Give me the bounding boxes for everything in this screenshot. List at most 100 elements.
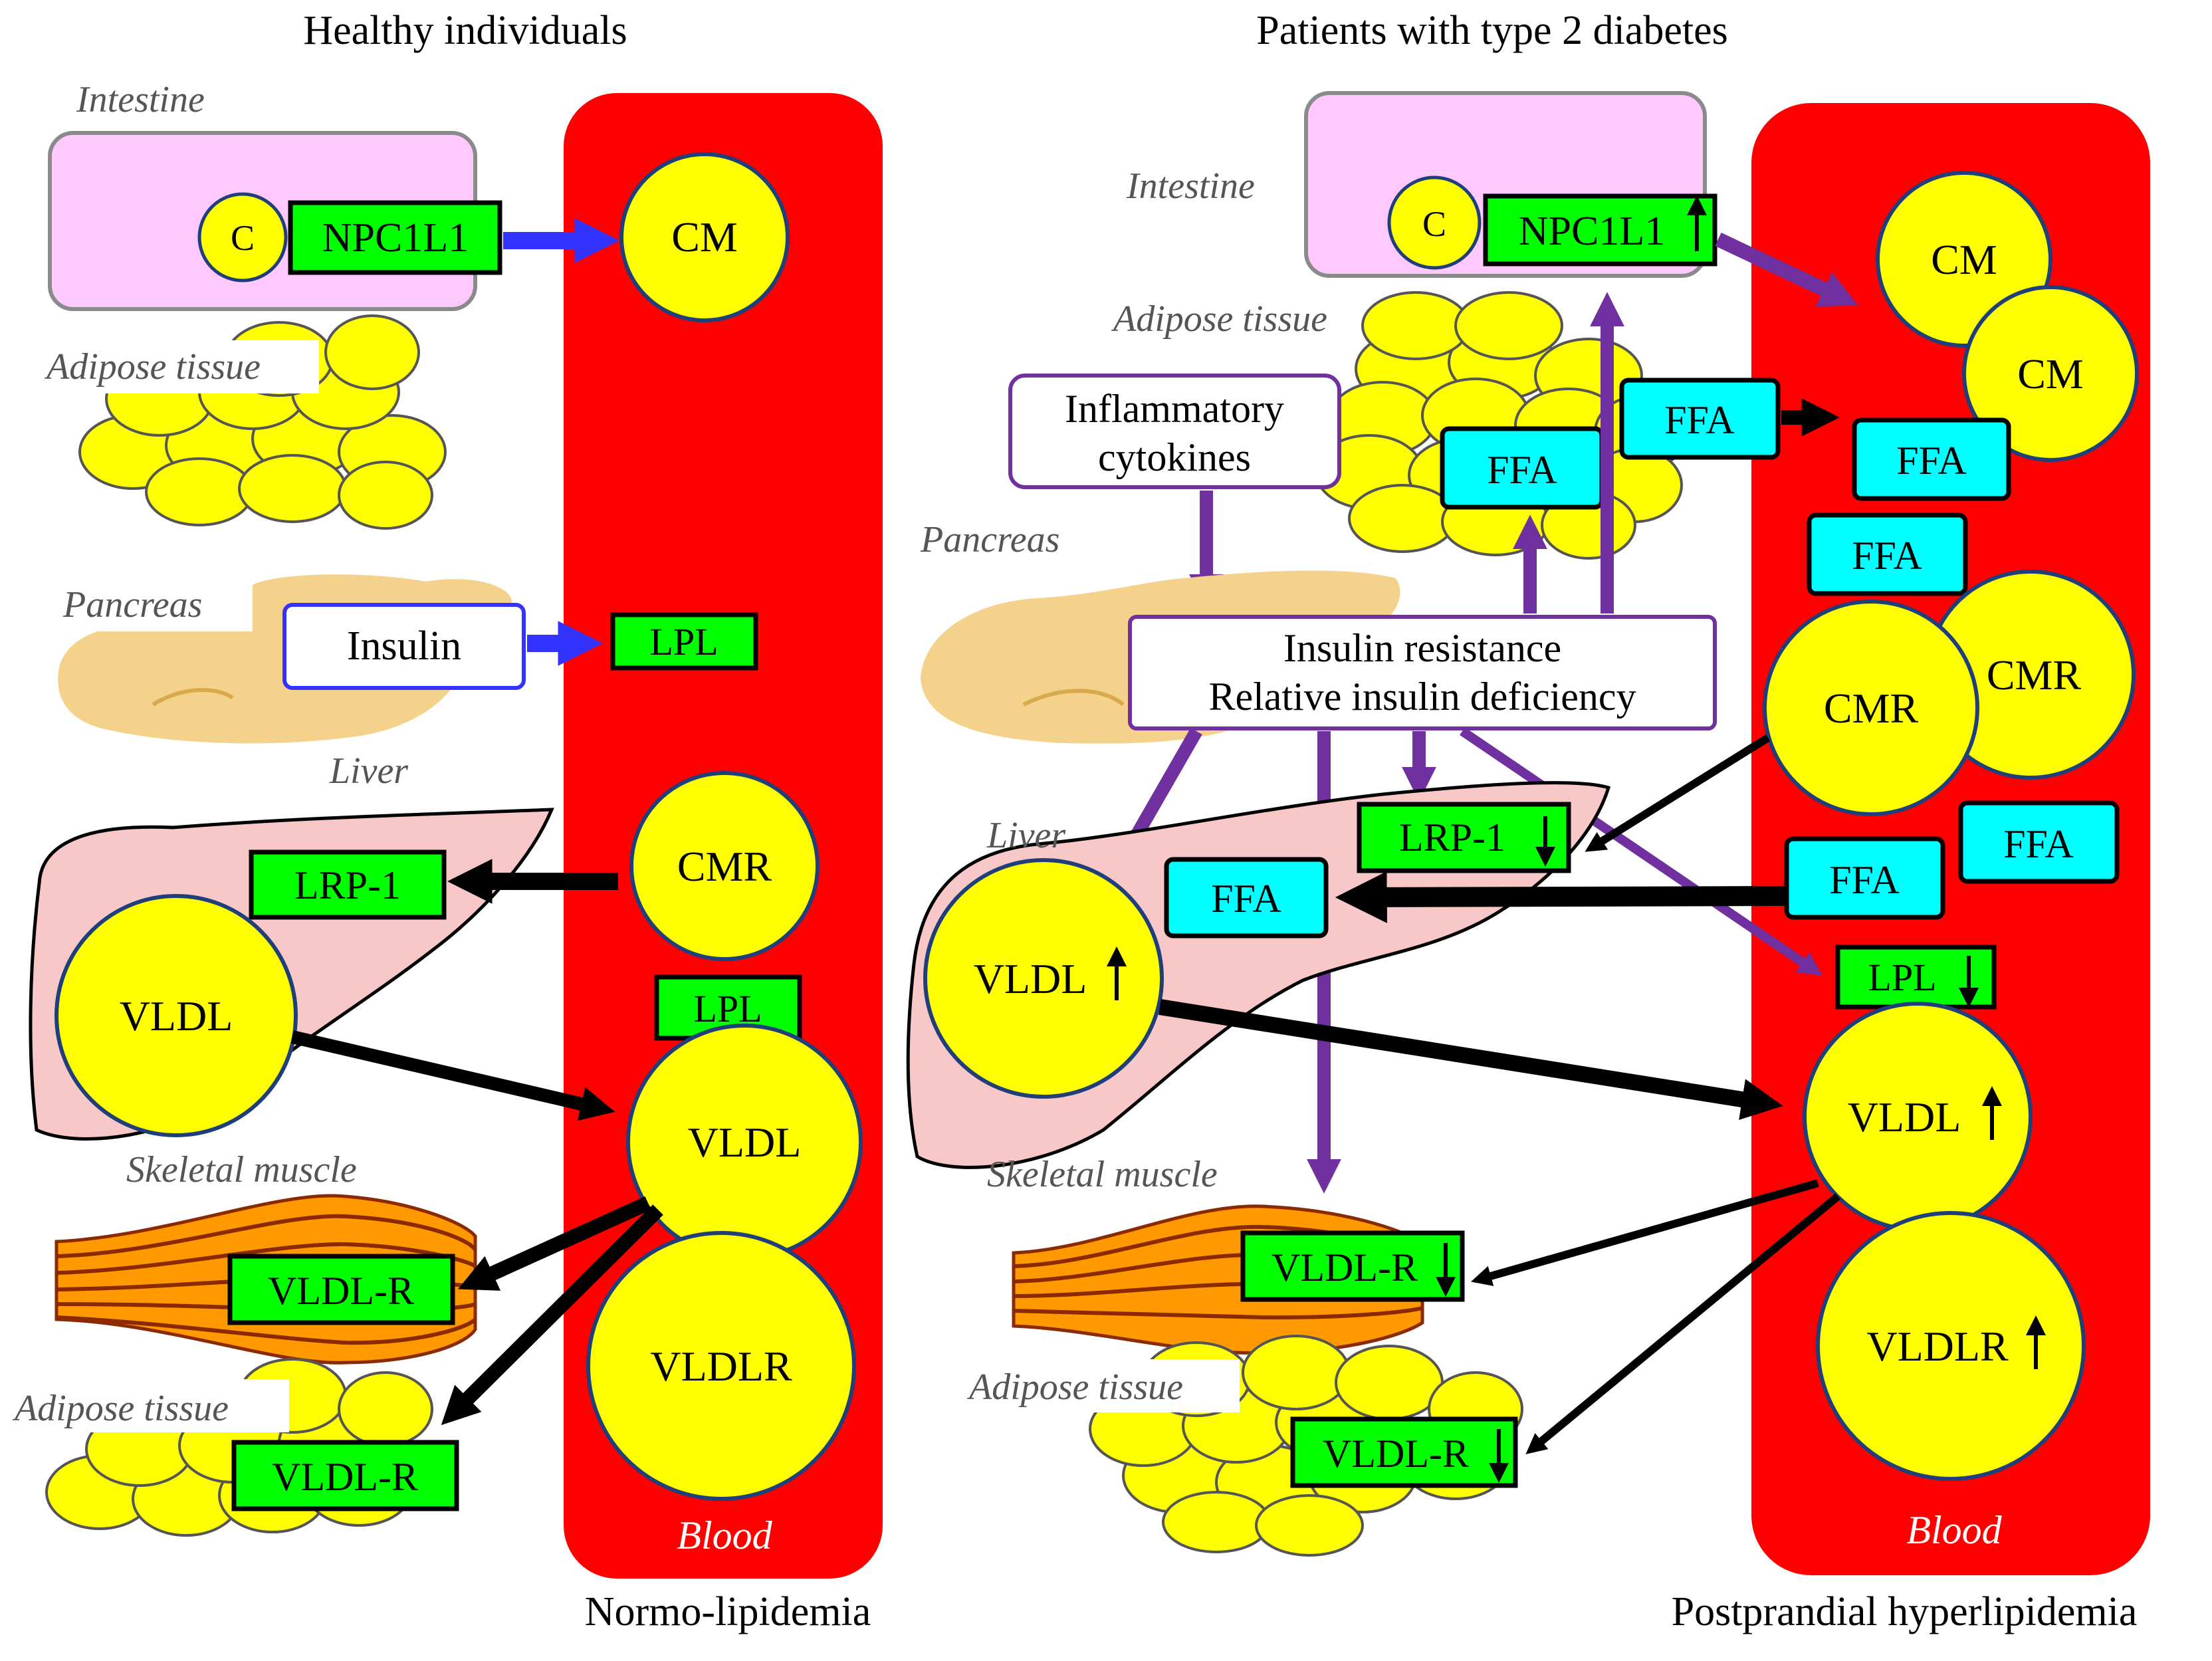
diabetes-ir-to-lpl-arrow	[1460, 727, 1823, 976]
diabetes-vldl-blood-label: VLDL	[1848, 1093, 1961, 1141]
healthy-lpl-mid-label: LPL	[693, 987, 762, 1030]
diabetes-vldlr-label: VLDLR	[1866, 1323, 2009, 1370]
diabetes-inflammatory-cytokines-box	[1008, 374, 1341, 489]
diabetes-vldl-liver	[923, 858, 1164, 1099]
diabetes-pancreas-label: Pancreas	[920, 519, 1059, 560]
diabetes-cm-1-label: CM	[1931, 236, 1997, 283]
diabetes-blood-label: Blood	[1906, 1508, 2002, 1552]
healthy-muscle-vldl-r	[227, 1254, 455, 1325]
healthy-lrp1-label: LRP-1	[294, 863, 401, 907]
diabetes-ffa-blood-4	[1958, 800, 2120, 884]
healthy-insulin-label: Insulin	[347, 623, 461, 669]
healthy-vldlr	[586, 1231, 856, 1501]
healthy-vldl-liver	[55, 894, 298, 1137]
diabetes-cmr-2-label: CMR	[1987, 651, 2082, 699]
diabetes-cmr-1-label: CMR	[1824, 685, 1919, 732]
diabetes-ffa-liver	[1164, 857, 1329, 939]
diabetes-muscle-vldl-r-label: VLDL-R	[1272, 1246, 1418, 1289]
diabetes-vldl-to-muscle-arrow	[1470, 1179, 1819, 1286]
healthy-liver-vldl-to-blood-arrow	[290, 1030, 615, 1121]
healthy-vldl-liver-label: VLDL	[120, 992, 233, 1040]
diabetes-pancreas-duct	[1022, 689, 1125, 707]
healthy-adipose-top-label-bg	[40, 340, 319, 393]
healthy-adipose-vldl-r-label: VLDL-R	[272, 1455, 418, 1499]
diabetes-intestine-to-cm-arrow	[1715, 233, 1858, 307]
diabetes-liver-label: Liver	[986, 815, 1065, 856]
diabetes-npc1l1-label: NPC1L1	[1519, 209, 1665, 254]
diabetes-cmr-1	[1763, 600, 1979, 816]
diabetes-muscle-label: Skeletal muscle	[987, 1154, 1218, 1195]
diabetes-npc1l1	[1483, 193, 1717, 267]
diabetes-ffa-blood-3	[1784, 836, 1945, 920]
diabetes-ffa-adipose-outer-label: FFA	[1664, 398, 1735, 442]
diabetes-panel: Patients with type 2 diabetes Blood Inte…	[906, 8, 2150, 1634]
healthy-muscle-vldl-r-label: VLDL-R	[268, 1269, 414, 1313]
diabetes-insulin-resistance-box	[1128, 615, 1717, 730]
healthy-liver-label: Liver	[329, 750, 408, 792]
diabetes-cm-2	[1962, 285, 2139, 462]
healthy-blood-label: Blood	[677, 1513, 772, 1557]
diabetes-cholesterol	[1387, 175, 1482, 270]
diabetes-cm-2-label: CM	[2017, 350, 2084, 397]
healthy-lpl-top-label: LPL	[649, 620, 718, 663]
healthy-footer: Normo-lipidemia	[585, 1589, 871, 1634]
healthy-vldlr-label: VLDLR	[650, 1343, 792, 1390]
diabetes-vldlr	[1816, 1211, 2086, 1481]
healthy-intestine-label: Intestine	[76, 79, 205, 120]
diabetes-cmr-to-lrp1-arrow	[1585, 734, 1771, 852]
healthy-vldl-to-muscle-arrow	[458, 1196, 651, 1291]
diabetes-inflammatory-line1: Inflammatory	[1065, 387, 1284, 431]
diabetes-inflammatory-line2: cytokines	[1098, 435, 1251, 479]
diabetes-ir-line2: Relative insulin deficiency	[1208, 675, 1636, 719]
diabetes-ffa-adipose-inner-label: FFA	[1487, 448, 1557, 492]
diabetes-vldl-liver-label: VLDL	[974, 955, 1087, 1002]
diabetes-ffa-blood-4-label: FFA	[2003, 822, 2074, 866]
healthy-cmr	[629, 771, 820, 961]
healthy-pancreas-label: Pancreas	[62, 584, 202, 625]
diabetes-adipose-top-label: Adipose tissue	[1111, 298, 1327, 340]
healthy-lpl-top	[610, 612, 758, 671]
healthy-adipose-vldl-r	[231, 1440, 459, 1511]
diabetes-footer: Postprandial hyperlipidemia	[1672, 1589, 2138, 1634]
healthy-lrp1	[249, 849, 447, 920]
healthy-muscle-label: Skeletal muscle	[126, 1149, 357, 1190]
diabetes-liver-vldl-to-blood-arrow	[1159, 999, 1783, 1120]
diabetes-ffa-blood-2-label: FFA	[1852, 534, 1922, 578]
healthy-vldl-blood-label: VLDL	[688, 1119, 802, 1166]
healthy-cm	[619, 152, 790, 322]
diabetes-lrp1-label: LRP-1	[1399, 816, 1505, 859]
diabetes-ffa-adipose-outer	[1619, 378, 1781, 460]
diabetes-adipose-vldl-r	[1290, 1416, 1518, 1488]
diabetes-c-label: C	[1422, 204, 1446, 244]
diabetes-adipose-vldl-r-label: VLDL-R	[1323, 1432, 1469, 1476]
healthy-npc1l1	[288, 200, 502, 275]
healthy-pancreas-label-bg	[60, 578, 253, 631]
diabetes-adipose-bottom-label: Adipose tissue	[966, 1367, 1183, 1408]
healthy-adipose-top-label: Adipose tissue	[44, 346, 261, 388]
healthy-vldl-to-adipose-arrow	[441, 1204, 663, 1426]
healthy-cmr-label: CMR	[677, 843, 772, 890]
healthy-panel: Healthy individuals Blood Intestine C NP…	[10, 8, 883, 1634]
diabetes-adipose-bottom-label-bg	[960, 1359, 1240, 1412]
diabetes-intestine-label: Intestine	[1126, 166, 1255, 207]
healthy-cholesterol	[197, 192, 288, 282]
healthy-cm-label: CM	[671, 213, 738, 261]
diabetes-muscle-vldl-r	[1240, 1230, 1465, 1302]
diabetes-ffa-blood-2	[1807, 512, 1968, 596]
healthy-adipose-bottom-label: Adipose tissue	[12, 1388, 229, 1429]
healthy-title: Healthy individuals	[303, 8, 627, 53]
diabetes-ffa-liver-label: FFA	[1211, 877, 1281, 921]
diabetes-lrp1	[1357, 802, 1571, 873]
diabetes-vldl-to-adipose-arrow	[1525, 1193, 1840, 1454]
diabetes-ir-line1: Insulin resistance	[1283, 626, 1561, 670]
diabetes-ffa-blood-3-label: FFA	[1829, 858, 1900, 902]
healthy-c-label: C	[231, 218, 255, 258]
healthy-pancreas-duct	[152, 688, 234, 707]
healthy-adipose-bottom-label-bg	[10, 1379, 289, 1432]
diabetes-title: Patients with type 2 diabetes	[1256, 8, 1727, 53]
diabetes-lpl-label: LPL	[1868, 956, 1936, 999]
diabetes-ffa-blood-1-label: FFA	[1896, 439, 1967, 483]
healthy-npc1l1-label: NPC1L1	[322, 215, 469, 261]
healthy-insulin-box	[282, 603, 526, 690]
